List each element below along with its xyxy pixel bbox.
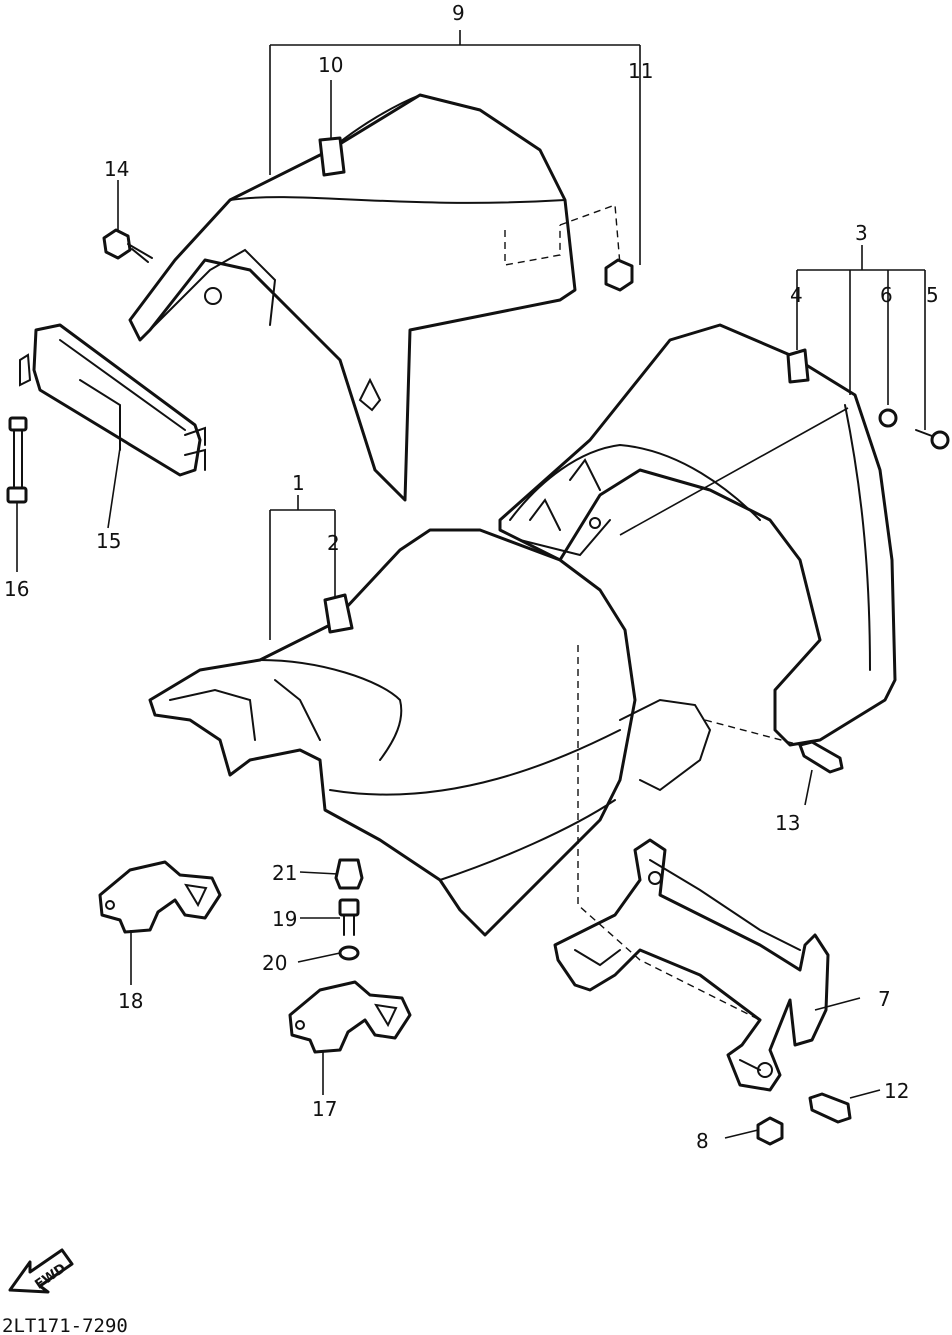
callouts: 9 10 11 14 3 4 6 5 1 2 15 16 13 21 19 20…: [4, 1, 939, 1153]
callout-13: 13: [775, 811, 800, 835]
callout-15: 15: [96, 529, 121, 553]
drawing-code: 2LT171-7290: [2, 1315, 128, 1335]
callout-18: 18: [118, 989, 143, 1013]
part-14-bolt: [102, 228, 153, 263]
callout-2: 2: [327, 531, 340, 555]
callout-17: 17: [312, 1097, 337, 1121]
callout-11: 11: [628, 59, 653, 83]
part-16-strap: [6, 416, 28, 504]
part-5-screw: [915, 429, 950, 450]
callout-3: 3: [855, 221, 868, 245]
callout-21: 21: [272, 861, 297, 885]
callout-6: 6: [880, 283, 893, 307]
callout-4: 4: [790, 283, 803, 307]
part-11-nut: [604, 258, 634, 292]
callout-9: 9: [452, 1, 465, 25]
callout-16: 16: [4, 577, 29, 601]
part-18-lock: [98, 860, 222, 934]
part-15-bracket: [19, 323, 206, 477]
part-12-bolt: [808, 1092, 852, 1124]
part-21-cap: [334, 858, 364, 890]
leader-lines: [16, 30, 926, 1139]
part-13-bolt: [798, 740, 844, 774]
callout-12: 12: [884, 1079, 909, 1103]
callout-14: 14: [104, 157, 129, 181]
callout-5: 5: [926, 283, 939, 307]
bracket-7: [553, 838, 830, 1092]
rear-seat-9: [128, 93, 621, 502]
part-20-washer: [338, 945, 360, 961]
part-8-nut: [756, 1116, 784, 1146]
callout-1: 1: [292, 471, 305, 495]
part-19-screw: [338, 898, 360, 936]
part-6-washer: [878, 408, 898, 428]
callout-7: 7: [878, 987, 891, 1011]
seat-3: [498, 323, 897, 747]
callout-20: 20: [262, 951, 287, 975]
callout-19: 19: [272, 907, 297, 931]
callout-10: 10: [318, 53, 343, 77]
part-17-lock: [288, 980, 412, 1054]
callout-8: 8: [696, 1129, 709, 1153]
seat-1: [148, 528, 712, 937]
front-arrow-icon: FWD: [8, 1248, 74, 1294]
